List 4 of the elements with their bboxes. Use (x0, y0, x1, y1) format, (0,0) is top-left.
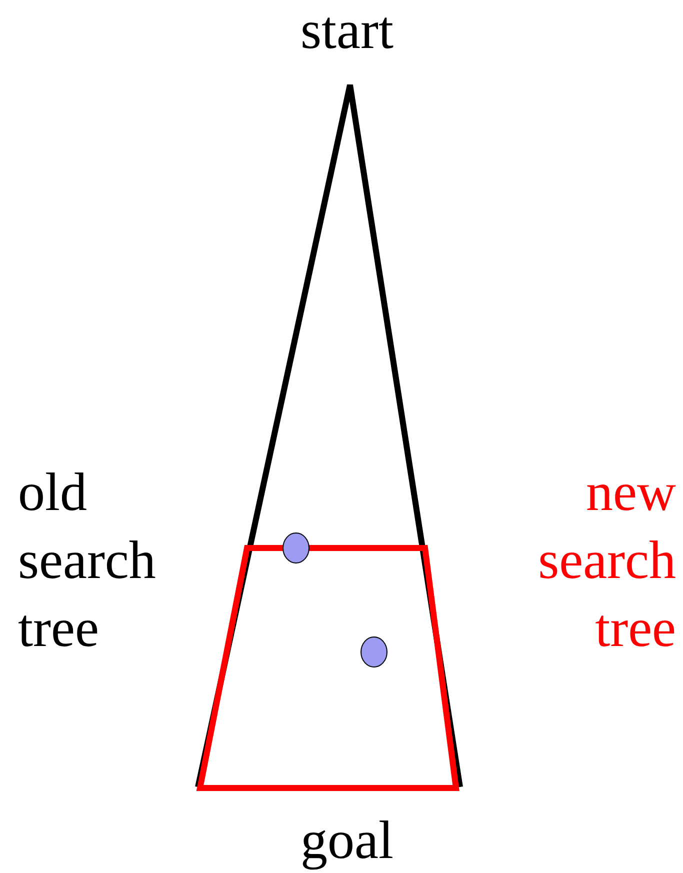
start-label: start (300, 0, 394, 62)
tree-label: old search tree (18, 461, 157, 660)
goal-label: goal (300, 809, 394, 872)
tree-label: new search tree (537, 461, 676, 660)
